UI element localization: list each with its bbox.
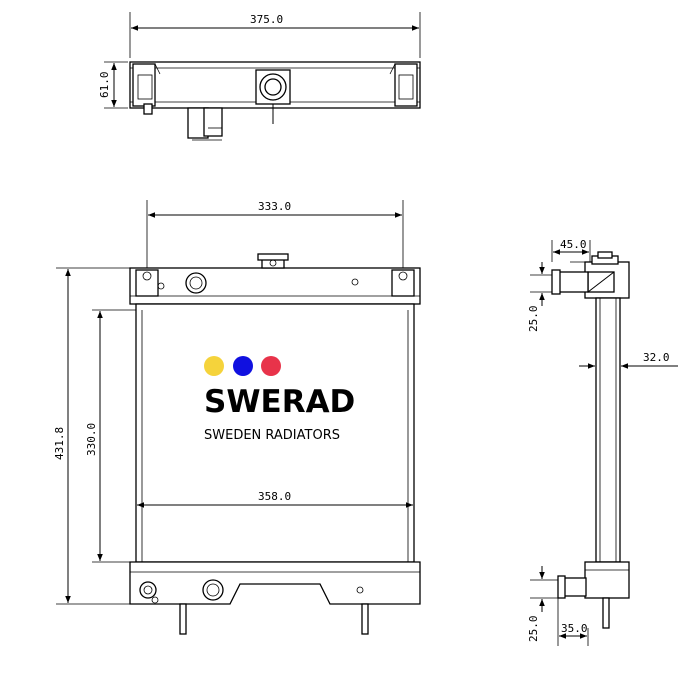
logo-dot-blue [233, 356, 253, 376]
brand-tagline: SWEDEN RADIATORS [204, 428, 340, 443]
side-view: 45.0 25.0 32.0 [527, 238, 678, 646]
dim-outlet-offset: 35.0 [561, 622, 588, 635]
front-view: 333.0 431.8 330.0 358.0 [53, 200, 421, 635]
dim-tank-width: 358.0 [258, 490, 291, 503]
dim-inlet-offset: 45.0 [560, 238, 587, 251]
dim-overall-height: 431.8 [53, 427, 66, 460]
top-view: 375.0 61.0 [98, 12, 421, 141]
logo-dot-red [261, 356, 281, 376]
dim-top-width: 375.0 [250, 13, 283, 26]
brand-name: SWERAD [204, 384, 355, 420]
dim-outlet-rise: 25.0 [527, 616, 540, 643]
logo-dot-yellow [204, 356, 224, 376]
dim-top-depth: 61.0 [98, 72, 111, 99]
swerad-logo: SWERAD SWEDEN RADIATORS [204, 356, 355, 443]
dim-side-depth: 32.0 [643, 351, 670, 364]
dim-core-height: 330.0 [85, 423, 98, 456]
dim-inlet-drop: 25.0 [527, 306, 540, 333]
dim-core-width: 333.0 [258, 200, 291, 213]
